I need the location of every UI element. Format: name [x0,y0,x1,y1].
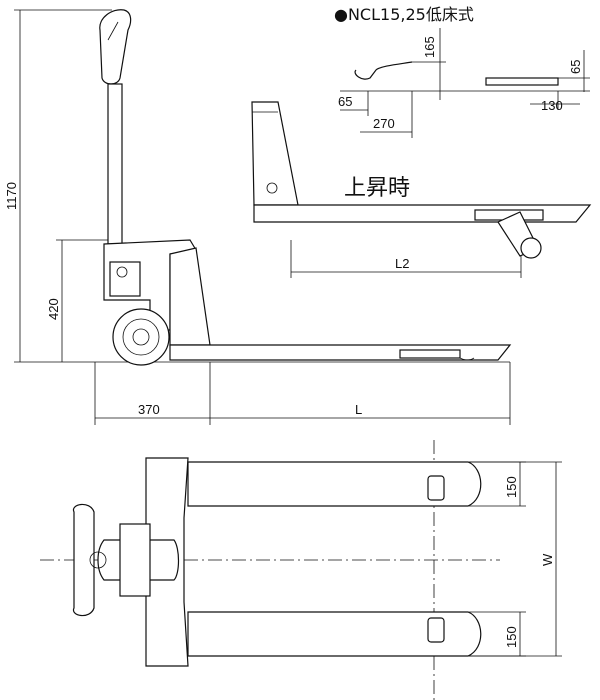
dim-fork-width-bottom: 150 [504,626,519,648]
raised-label: 上昇時 [344,176,410,201]
load-roller [399,349,461,359]
handle-grip [99,9,132,85]
top-view: 150 150 W [40,440,562,700]
detail-roller-plate [485,77,559,86]
handle-shaft [107,83,123,245]
dim-detail-width: 270 [373,116,395,131]
dim-overall-width: W [540,553,555,566]
top-handle [72,503,95,617]
raised-view: 上昇時 L2 [251,101,592,278]
dim-detail-height: 165 [422,36,437,58]
dim-height-total: 1170 [4,182,19,210]
model-title: ●NCL15,25低床式 [334,5,474,24]
dim-rear-length: 370 [138,402,160,417]
dim-fork-length: L [355,402,362,417]
steer-wheel [112,308,170,366]
detail-handle-tip [354,61,413,80]
dim-roller-length: 130 [541,98,563,113]
dim-detail-offset: 65 [338,94,352,109]
side-dimensions: 1170 420 370 L [4,9,511,425]
side-view [95,9,512,366]
roller-upper [427,475,445,501]
detail-view: 165 65 270 65 130 [338,28,590,138]
dim-height-handle: 420 [46,298,61,320]
dim-roller-height: 65 [568,60,583,74]
dim-fork-width-top: 150 [504,476,519,498]
dim-fork-length-raised: L2 [395,256,409,271]
roller-lower [427,617,445,643]
